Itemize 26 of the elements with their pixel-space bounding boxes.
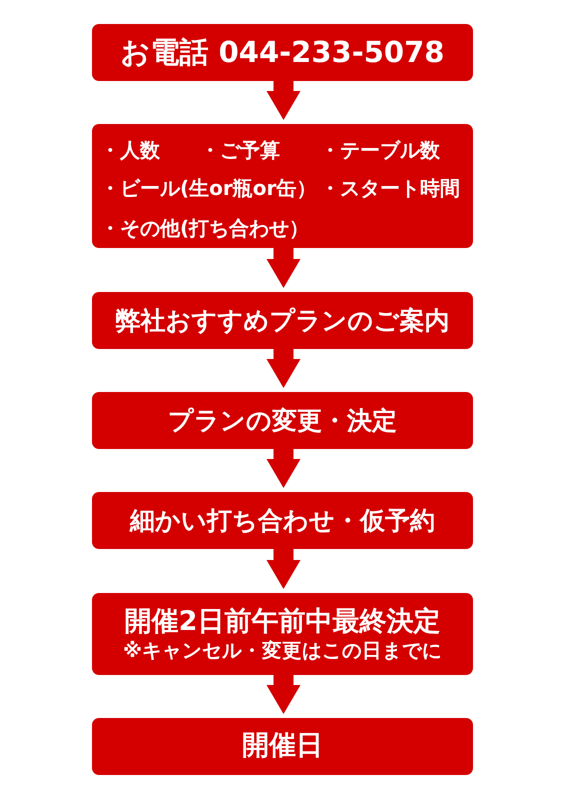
step-box [92,392,473,449]
checklist-item: ・ビール(生or瓶or缶） [100,176,316,200]
checklist-item: ・テーブル数 [320,138,440,162]
down-arrow [266,81,300,120]
checklist-item: ・ご予算 [200,138,280,162]
down-arrow [266,248,300,288]
step-box [92,718,473,775]
step-box [92,124,473,248]
step-text: 開催2日前午前中最終決定 [124,606,440,638]
down-arrow [266,549,300,589]
step-text: お電話 044-233-5078 [120,35,444,70]
checklist-item: ・人数 [100,138,160,162]
step-box [92,24,473,81]
checklist-item: ・スタート時間 [320,176,460,200]
step-text: 開催日 [242,730,323,763]
checklist-item: ・その他(打ち合わせ） [100,216,310,240]
step-text: 弊社おすすめプランのご案内 [116,306,450,336]
step-box [92,292,473,349]
step-box [92,492,473,549]
step-box [92,593,473,675]
down-arrow [266,449,300,488]
note-text: ※キャンセル・変更はこの日までに [123,638,442,662]
down-arrow [266,675,300,714]
step-text: 細かい打ち合わせ・仮予約 [130,506,435,536]
step-text: プランの変更・決定 [168,406,397,436]
down-arrow [266,349,300,388]
